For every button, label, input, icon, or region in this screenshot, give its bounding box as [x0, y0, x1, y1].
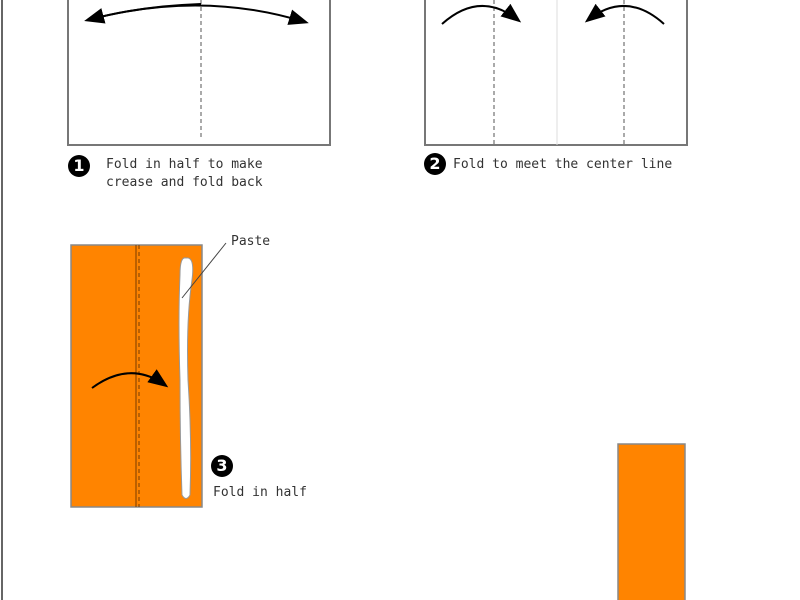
step3-number-icon: 3: [211, 455, 233, 477]
step1-text-line1: Fold in half to make: [106, 157, 263, 172]
paste-area: [178, 257, 194, 499]
step1-paper: [67, 0, 331, 146]
paste-label: Paste: [231, 234, 271, 249]
step2-number-icon: 2: [424, 153, 446, 175]
fold-arrow-icon: [441, 3, 522, 25]
step2-paper: [424, 0, 688, 146]
step3-text: Fold in half: [213, 485, 307, 500]
step4-paper: [617, 443, 686, 600]
step1-number-icon: 1: [68, 155, 90, 177]
fold-arrow-icon: [84, 3, 202, 24]
fold-arrow-icon: [584, 3, 665, 25]
step3-paper: [70, 242, 227, 508]
step1-text-line2: crease and fold back: [106, 175, 263, 190]
paste-leader-line: [181, 242, 227, 299]
step2-text: Fold to meet the center line: [453, 157, 673, 172]
fold-arrow-icon: [91, 369, 169, 389]
